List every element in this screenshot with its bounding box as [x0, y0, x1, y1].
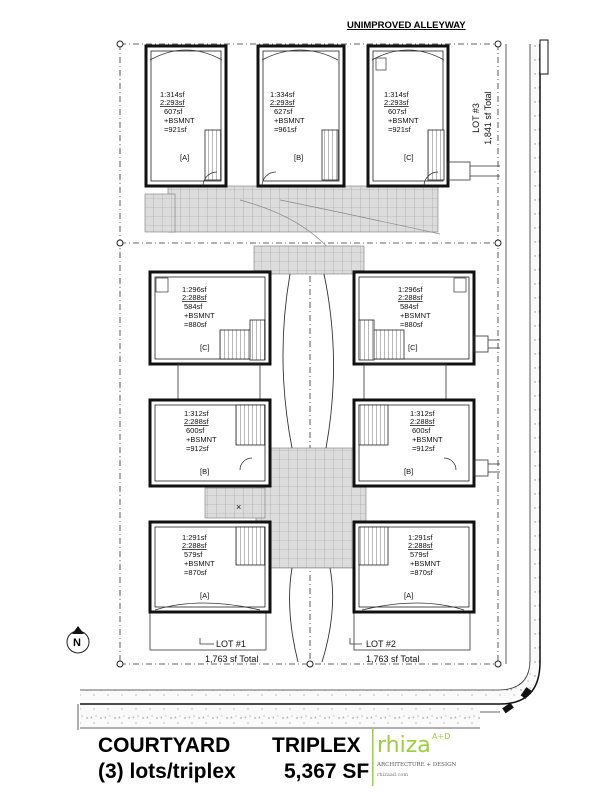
- unit-area-l1: 1:312sf: [184, 409, 210, 418]
- unit-tag: [C]: [408, 343, 418, 352]
- marker-x: ×: [236, 502, 241, 512]
- lot3-utility: [447, 161, 500, 181]
- north-arrow-icon: N: [66, 626, 90, 654]
- unit-area-l2: 2:293sf: [384, 98, 410, 107]
- svg-text:LOT #3: LOT #3: [471, 103, 481, 133]
- unit-lot2-c: 1:296sf 2:288sf 584sf +BSMNT =880sf [C]: [352, 270, 476, 366]
- unit-area-l2: 2:288sf: [182, 541, 208, 550]
- unit-lot3-c: 1:314sf 2:293sf 607sf +BSMNT =921sf [C]: [366, 44, 450, 188]
- unit-area-l1: 1:296sf: [182, 285, 208, 294]
- pavers-lot3: [144, 185, 441, 251]
- lot2-label: LOT #2 1,763 sf Total: [349, 638, 419, 664]
- unit-tag: [A]: [180, 153, 189, 162]
- unit-area-total: 584sf: [184, 302, 203, 311]
- title-line2-right: 5,367 SF: [284, 760, 369, 783]
- unit-area-grand: =870sf: [410, 568, 434, 577]
- unit-area-l1: 1:291sf: [408, 533, 434, 542]
- unit-basement: +BSMNT: [184, 559, 215, 568]
- unit-tag: [C]: [404, 153, 414, 162]
- unit-basement: +BSMNT: [164, 116, 195, 125]
- unit-area-total: 600sf: [186, 426, 205, 435]
- unit-area-l1: 1:312sf: [410, 409, 436, 418]
- title-line2-left: (3) lots/triplex: [98, 760, 236, 783]
- unit-basement: +BSMNT: [400, 311, 431, 320]
- lot2-utility-upper: [473, 335, 500, 353]
- unit-lot1-c: 1:296sf 2:288sf 584sf +BSMNT =880sf [C]: [148, 270, 272, 366]
- unit-area-total: 579sf: [184, 550, 203, 559]
- svg-text:LOT #1: LOT #1: [216, 639, 246, 649]
- unit-tag: [B]: [404, 467, 413, 476]
- unit-area-total: 627sf: [274, 107, 293, 116]
- unit-lot3-a: 1:314sf 2:293sf 607sf +BSMNT =921sf [A]: [144, 44, 228, 188]
- unit-basement: +BSMNT: [184, 311, 215, 320]
- svg-text:rhiza: rhiza: [377, 733, 431, 758]
- unit-area-l2: 2:288sf: [410, 417, 436, 426]
- unit-area-total: 607sf: [388, 107, 407, 116]
- lot1-side-yard: [177, 363, 261, 401]
- svg-text:ARCHITECTURE + DESIGN: ARCHITECTURE + DESIGN: [376, 762, 457, 768]
- svg-text:1,763 sf Total: 1,763 sf Total: [366, 654, 419, 664]
- unit-area-grand: =880sf: [184, 320, 208, 329]
- unit-area-grand: =912sf: [412, 444, 436, 453]
- unit-area-grand: =880sf: [400, 320, 424, 329]
- svg-text:N: N: [73, 637, 81, 649]
- svg-text:A+D: A+D: [432, 732, 450, 741]
- svg-text:1,841 sf Total: 1,841 sf Total: [483, 91, 493, 144]
- unit-area-l2: 2:288sf: [408, 541, 434, 550]
- unit-area-grand: =961sf: [274, 125, 298, 134]
- unit-basement: +BSMNT: [412, 435, 443, 444]
- unit-area-l1: 1:314sf: [384, 90, 410, 99]
- svg-text:rhizaad.com: rhizaad.com: [377, 772, 408, 778]
- title-line1-left: COURTYARD: [98, 734, 230, 757]
- unit-tag: [C]: [200, 343, 210, 352]
- unit-lot1-b: 1:312sf 2:288sf 600sf +BSMNT =912sf [B]: [148, 398, 272, 488]
- unit-area-total: 607sf: [164, 107, 183, 116]
- unit-basement: +BSMNT: [186, 435, 217, 444]
- unit-tag: [B]: [294, 153, 303, 162]
- lot1-label: LOT #1 1,763 sf Total: [199, 638, 258, 664]
- property-lines: [116, 40, 502, 668]
- unit-area-total: 579sf: [410, 550, 429, 559]
- unit-area-l2: 2:288sf: [184, 417, 210, 426]
- unit-lot3-b: 1:334sf 2:293sf 627sf +BSMNT =961sf [B]: [256, 44, 346, 188]
- unit-area-grand: =921sf: [164, 125, 188, 134]
- unit-basement: +BSMNT: [410, 559, 441, 568]
- unit-basement: +BSMNT: [388, 116, 419, 125]
- unit-area-l1: 1:296sf: [398, 285, 424, 294]
- street-sidewalk: [77, 39, 549, 730]
- courtyard-pavers: [204, 245, 367, 663]
- svg-text:1,763 sf Total: 1,763 sf Total: [205, 654, 258, 664]
- unit-tag: [A]: [404, 591, 413, 600]
- unit-area-grand: =921sf: [388, 125, 412, 134]
- unit-area-l2: 2:288sf: [398, 293, 424, 302]
- unit-area-l1: 1:334sf: [270, 90, 296, 99]
- unit-area-total: 584sf: [400, 302, 419, 311]
- unit-lot2-b: 1:312sf 2:288sf 600sf +BSMNT =912sf [B]: [352, 398, 476, 488]
- lot2-utility-lower: [473, 459, 500, 477]
- unit-tag: [B]: [200, 467, 209, 476]
- unit-lot2-a: 1:291sf 2:288sf 579sf +BSMNT =870sf [A]: [352, 520, 476, 614]
- unit-area-grand: =870sf: [184, 568, 208, 577]
- rhiza-logo: rhiza A+D ARCHITECTURE + DESIGN rhizaad.…: [372, 728, 457, 786]
- unit-tag: [A]: [200, 591, 209, 600]
- alley-label: UNIMPROVED ALLEYWAY: [347, 20, 466, 31]
- unit-area-total: 600sf: [412, 426, 431, 435]
- unit-area-l1: 1:314sf: [160, 90, 186, 99]
- unit-area-l2: 2:288sf: [182, 293, 208, 302]
- title-line1-right: TRIPLEX: [272, 734, 361, 757]
- unit-basement: +BSMNT: [274, 116, 305, 125]
- unit-area-l1: 1:291sf: [182, 533, 208, 542]
- unit-area-l2: 2:293sf: [270, 98, 296, 107]
- unit-area-l2: 2:293sf: [160, 98, 186, 107]
- svg-text:LOT #2: LOT #2: [366, 639, 396, 649]
- lot3-label: LOT #3 1,841 sf Total: [471, 91, 493, 144]
- lot2-side-yard: [363, 363, 447, 401]
- unit-area-grand: =912sf: [186, 444, 210, 453]
- unit-lot1-a: 1:291sf 2:288sf 579sf +BSMNT =870sf [A]: [148, 520, 272, 614]
